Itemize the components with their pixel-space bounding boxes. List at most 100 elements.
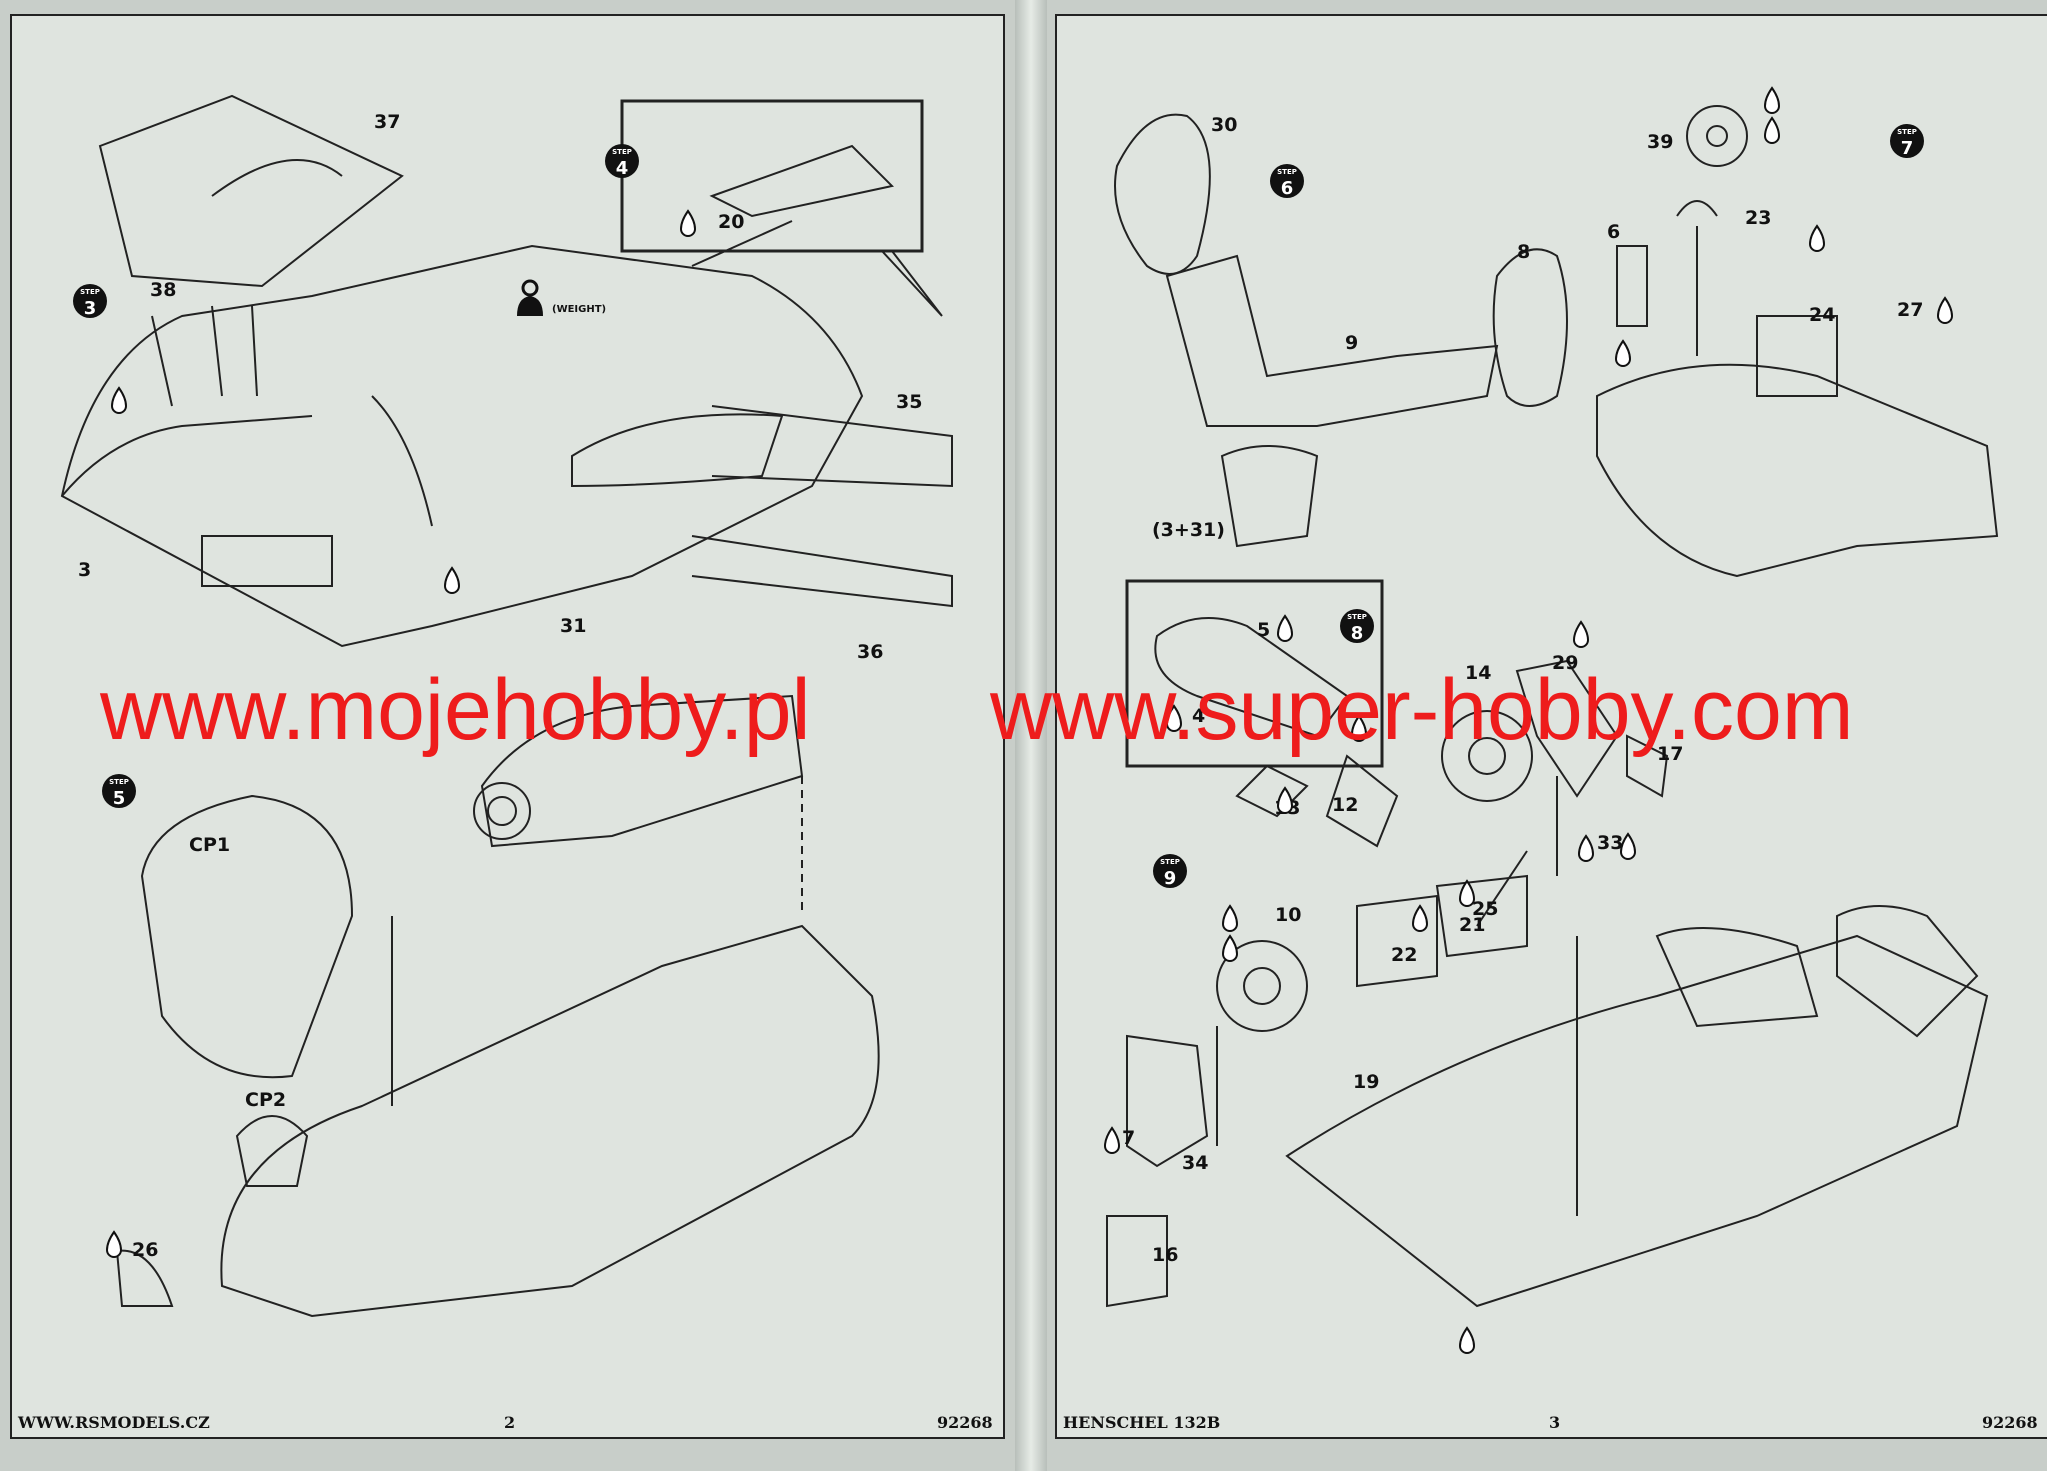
- fuselage-wing-assembly: [1285, 934, 1989, 1308]
- step-8-badge: STEP 8: [1340, 609, 1374, 644]
- step-6-badge: STEP 6: [1270, 164, 1304, 199]
- gear-rod-25: [1476, 850, 1528, 927]
- part-21: [1435, 874, 1528, 958]
- svg-text:STEP: STEP: [1897, 128, 1917, 136]
- right-page-drawing: STEP 6 STEP 7 STEP 8 STEP 9 30 39 23 6 8…: [1103, 86, 1999, 1354]
- part-13: [1235, 764, 1309, 818]
- drop-tank-mounted: [1836, 905, 1979, 1038]
- footer-page-number: 2: [504, 1413, 516, 1432]
- part-22: [1356, 894, 1438, 988]
- part-24-label: 24: [1809, 304, 1835, 326]
- part-6-label: 6: [1607, 221, 1620, 243]
- paint-code-icon: [1103, 1126, 1121, 1154]
- part-20-label: 20: [718, 211, 744, 233]
- right-page-footer: HENSCHEL 132B 3 92268: [1057, 1407, 2047, 1437]
- paint-code-icon: [105, 1230, 123, 1258]
- paint-code-icon: [1276, 786, 1294, 814]
- svg-text:STEP: STEP: [109, 778, 129, 786]
- part-6: [1616, 245, 1648, 327]
- gear-leg-23: [1676, 200, 1718, 356]
- svg-text:STEP: STEP: [612, 148, 632, 156]
- footer-kit-code: 92268: [1982, 1413, 2038, 1432]
- svg-text:STEP: STEP: [80, 288, 100, 296]
- paint-code-icon: [1458, 879, 1476, 907]
- part-30-label: 30: [1211, 114, 1237, 136]
- paint-code-icon: [1619, 832, 1637, 860]
- footer-kit-code: 92268: [937, 1413, 993, 1432]
- paint-code-icon: [1411, 904, 1429, 932]
- svg-text:4: 4: [616, 158, 629, 179]
- part-27-label: 27: [1897, 299, 1923, 321]
- step-5-badge: STEP 5: [102, 774, 136, 809]
- bulkhead-part: [371, 395, 433, 527]
- fuselage-assembly: [220, 924, 880, 1318]
- tail-cone-part: [1220, 445, 1319, 548]
- paint-code-icon: [1458, 1326, 1476, 1354]
- paint-code-icon: [1350, 714, 1368, 742]
- part-12: [1325, 754, 1399, 848]
- paint-code-icon: [1763, 116, 1781, 144]
- paint-code-icon: [110, 386, 128, 414]
- page-gutter: [1015, 0, 1047, 1471]
- instruction-page-left: STEP 3 STEP 4 STEP 5 (WEIGHT) 37 38 20 3…: [10, 14, 1005, 1439]
- part-4-label: 4: [1192, 705, 1205, 727]
- part-37-label: 37: [374, 111, 400, 133]
- step-4-badge: STEP 4: [605, 144, 639, 179]
- part-8-label: 8: [1517, 241, 1530, 263]
- part-35-label: 35: [896, 391, 922, 413]
- tail-fin-part-8: [1492, 248, 1568, 407]
- part-21-label: 21: [1459, 914, 1485, 936]
- part-16: [1106, 1215, 1168, 1308]
- part-33-label: 33: [1597, 832, 1623, 854]
- part-3-31-label: (3+31): [1152, 519, 1225, 541]
- part-14-label: 14: [1465, 662, 1491, 684]
- fuselage-rear-part: [1596, 363, 1999, 578]
- canopy-cp1-part: [140, 794, 354, 1079]
- paint-code-icon: [1577, 834, 1595, 862]
- part-16-label: 16: [1152, 1244, 1178, 1266]
- main-wheel-14: [1441, 710, 1533, 802]
- part-23-label: 23: [1745, 207, 1771, 229]
- part-7: [1126, 1034, 1209, 1168]
- paint-code-icon: [1165, 704, 1183, 732]
- part-17-label: 17: [1657, 743, 1683, 765]
- svg-text:7: 7: [1901, 138, 1914, 159]
- paint-code-icon: [1572, 620, 1590, 648]
- svg-text:3: 3: [84, 298, 97, 319]
- footer-website: WWW.RSMODELS.CZ: [18, 1413, 210, 1432]
- footer-model-title: HENSCHEL 132B: [1063, 1413, 1221, 1432]
- paint-code-icon: [443, 566, 461, 594]
- part-26: [115, 1249, 174, 1307]
- paint-code-icon: [1936, 296, 1954, 324]
- tailplane-part-9: [1165, 254, 1499, 427]
- part-cp2-label: CP2: [245, 1089, 286, 1111]
- part-25-label: 25: [1472, 898, 1498, 920]
- instruction-page-right: STEP 6 STEP 7 STEP 8 STEP 9 30 3 9 23 6 8…: [1055, 14, 2047, 1439]
- svg-text:STEP: STEP: [1160, 858, 1180, 866]
- step-9-badge: STEP 9: [1153, 854, 1187, 889]
- watermark-mojehobby: www.mojehobby.pl: [100, 662, 811, 758]
- paint-code-icon: [1614, 339, 1632, 367]
- part-cp1-label: CP1: [189, 834, 230, 856]
- paint-code-icon: [1221, 904, 1239, 932]
- svg-text:STEP: STEP: [1347, 613, 1367, 621]
- svg-text:9: 9: [1164, 868, 1177, 889]
- part-9-label: 9: [1345, 332, 1358, 354]
- tail-fin-part-30: [1114, 113, 1211, 275]
- part-12-label: 12: [1332, 794, 1358, 816]
- footer-page-number: 3: [1549, 1413, 1561, 1432]
- step-4-detail-box: [620, 99, 924, 253]
- part-7-label: 7: [1122, 1127, 1135, 1149]
- part-29: [1515, 659, 1619, 798]
- part-26-label: 26: [132, 1239, 158, 1261]
- svg-text:6: 6: [1281, 178, 1294, 199]
- part-38-label: 38: [150, 279, 176, 301]
- step-8-detail-box: [1125, 579, 1384, 768]
- part-29-label: 29: [1552, 652, 1578, 674]
- paint-code-icon: [1763, 86, 1781, 114]
- part-34-label: 34: [1182, 1152, 1208, 1174]
- nose-wheel-10: [1216, 940, 1308, 1032]
- part-5-label: 5: [1257, 619, 1270, 641]
- left-page-footer: WWW.RSMODELS.CZ 2 92268: [12, 1407, 1003, 1437]
- weight-icon: [517, 279, 543, 316]
